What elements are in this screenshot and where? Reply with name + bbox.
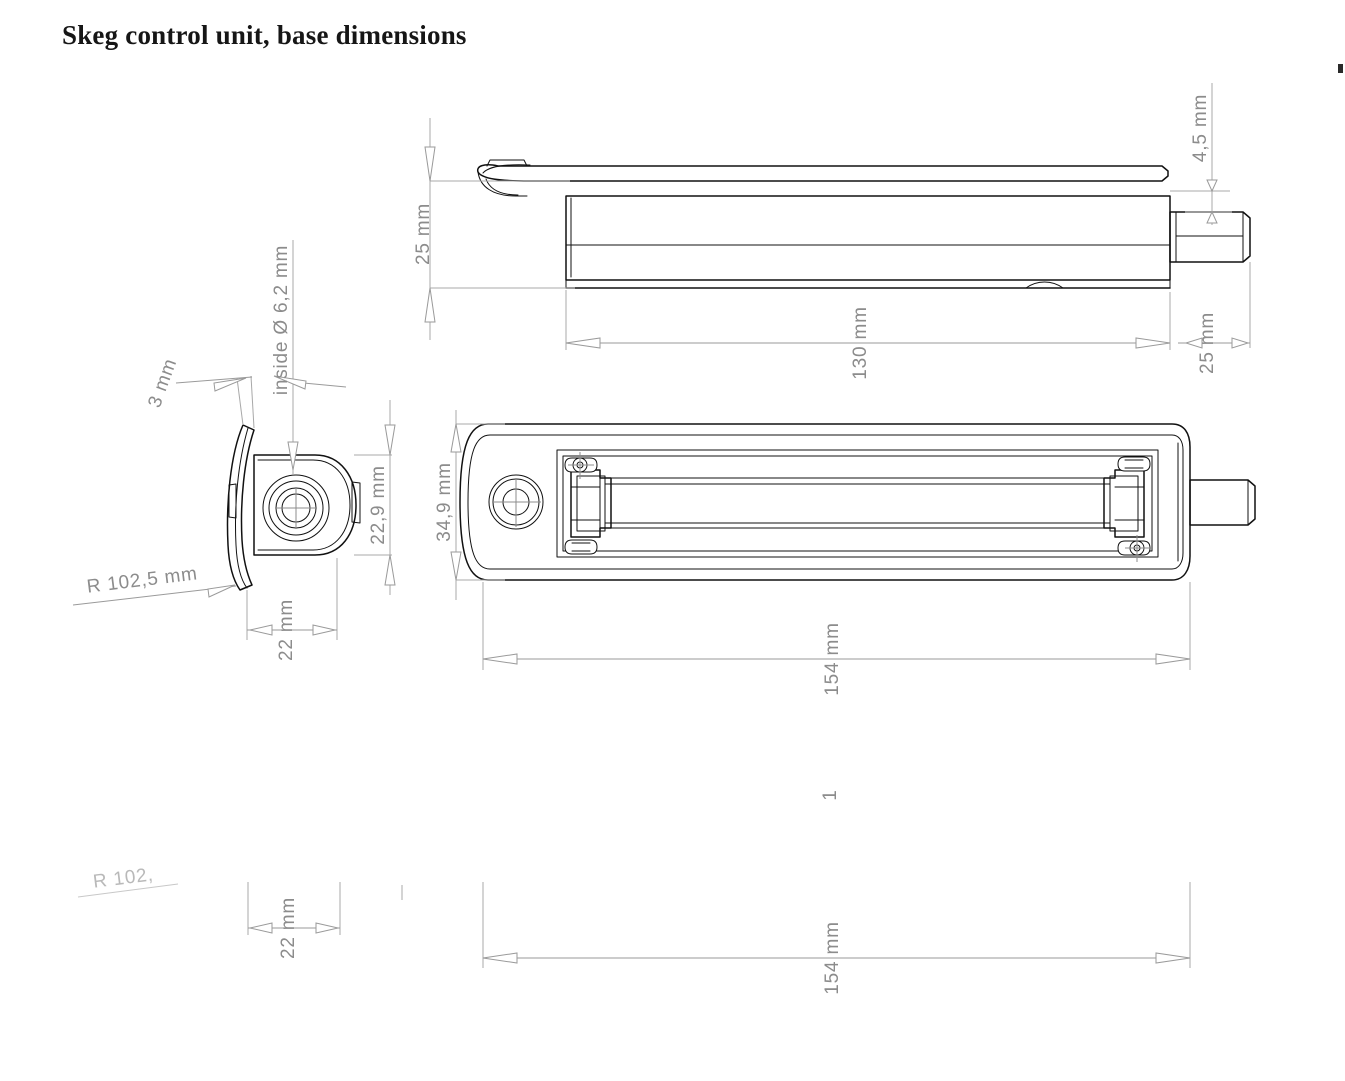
dim-label-end-width: 22 mm <box>276 599 297 661</box>
dim-label-plan-width: 34,9 mm <box>434 462 455 542</box>
plan-body-outline <box>459 423 1256 581</box>
dim-label-flange-thickness: 3 mm <box>144 356 181 411</box>
side-body-outline <box>476 159 1251 289</box>
dimension-stub-length-25: 25 mm <box>1178 262 1251 374</box>
page-title: Skeg control unit, base dimensions <box>62 20 467 50</box>
end-body-outline <box>226 424 361 591</box>
dim-label-stub-length: 25 mm <box>1197 312 1218 374</box>
dim-label-side-length: 130 mm <box>850 306 871 379</box>
dim-label-plan-length: 154 mm <box>822 622 843 695</box>
dim-label-clipped-fragment: 1 <box>820 789 841 800</box>
end-elevation-view: 3 mm inside Ø 6,2 mm 22,9 mm <box>72 240 396 661</box>
page-edge-mark <box>1338 64 1343 73</box>
plan-top-view: 34,9 mm 154 mm <box>434 410 1256 696</box>
clipped-bottom-view: 1 R 102, 22 mm <box>77 789 1191 995</box>
dimension-clipped-width-22: 22 mm <box>247 882 341 959</box>
side-elevation-view: 25 mm 130 mm 4,5 mm <box>413 83 1251 380</box>
dimension-stub-offset-45: 4,5 mm <box>1170 83 1232 225</box>
dim-label-clipped-length: 154 mm <box>822 921 843 994</box>
dimension-end-width-22: 22 mm <box>246 558 338 661</box>
dim-label-clipped-width: 22 mm <box>278 897 299 959</box>
dimension-plan-length-154: 154 mm <box>482 582 1191 696</box>
dimension-end-flange-3: 3 mm <box>144 356 255 429</box>
dimension-end-radius-1025: R 102,5 mm <box>72 563 237 606</box>
dimension-end-bore-diameter: inside Ø 6,2 mm <box>271 240 347 475</box>
dimension-plan-width-349: 34,9 mm <box>434 410 505 600</box>
dim-label-end-height: 22,9 mm <box>368 465 389 545</box>
dimension-side-height-25: 25 mm <box>413 118 575 340</box>
dim-label-stub-offset: 4,5 mm <box>1190 94 1211 162</box>
dimension-end-height-229: 22,9 mm <box>354 400 396 595</box>
dim-label-side-height: 25 mm <box>413 203 434 265</box>
dimension-clipped-radius: R 102, <box>77 864 179 898</box>
dimension-clipped-length-154: 154 mm <box>482 882 1191 995</box>
dim-label-bore-diameter: inside Ø 6,2 mm <box>271 245 292 395</box>
dimension-side-length-130: 130 mm <box>565 290 1171 380</box>
